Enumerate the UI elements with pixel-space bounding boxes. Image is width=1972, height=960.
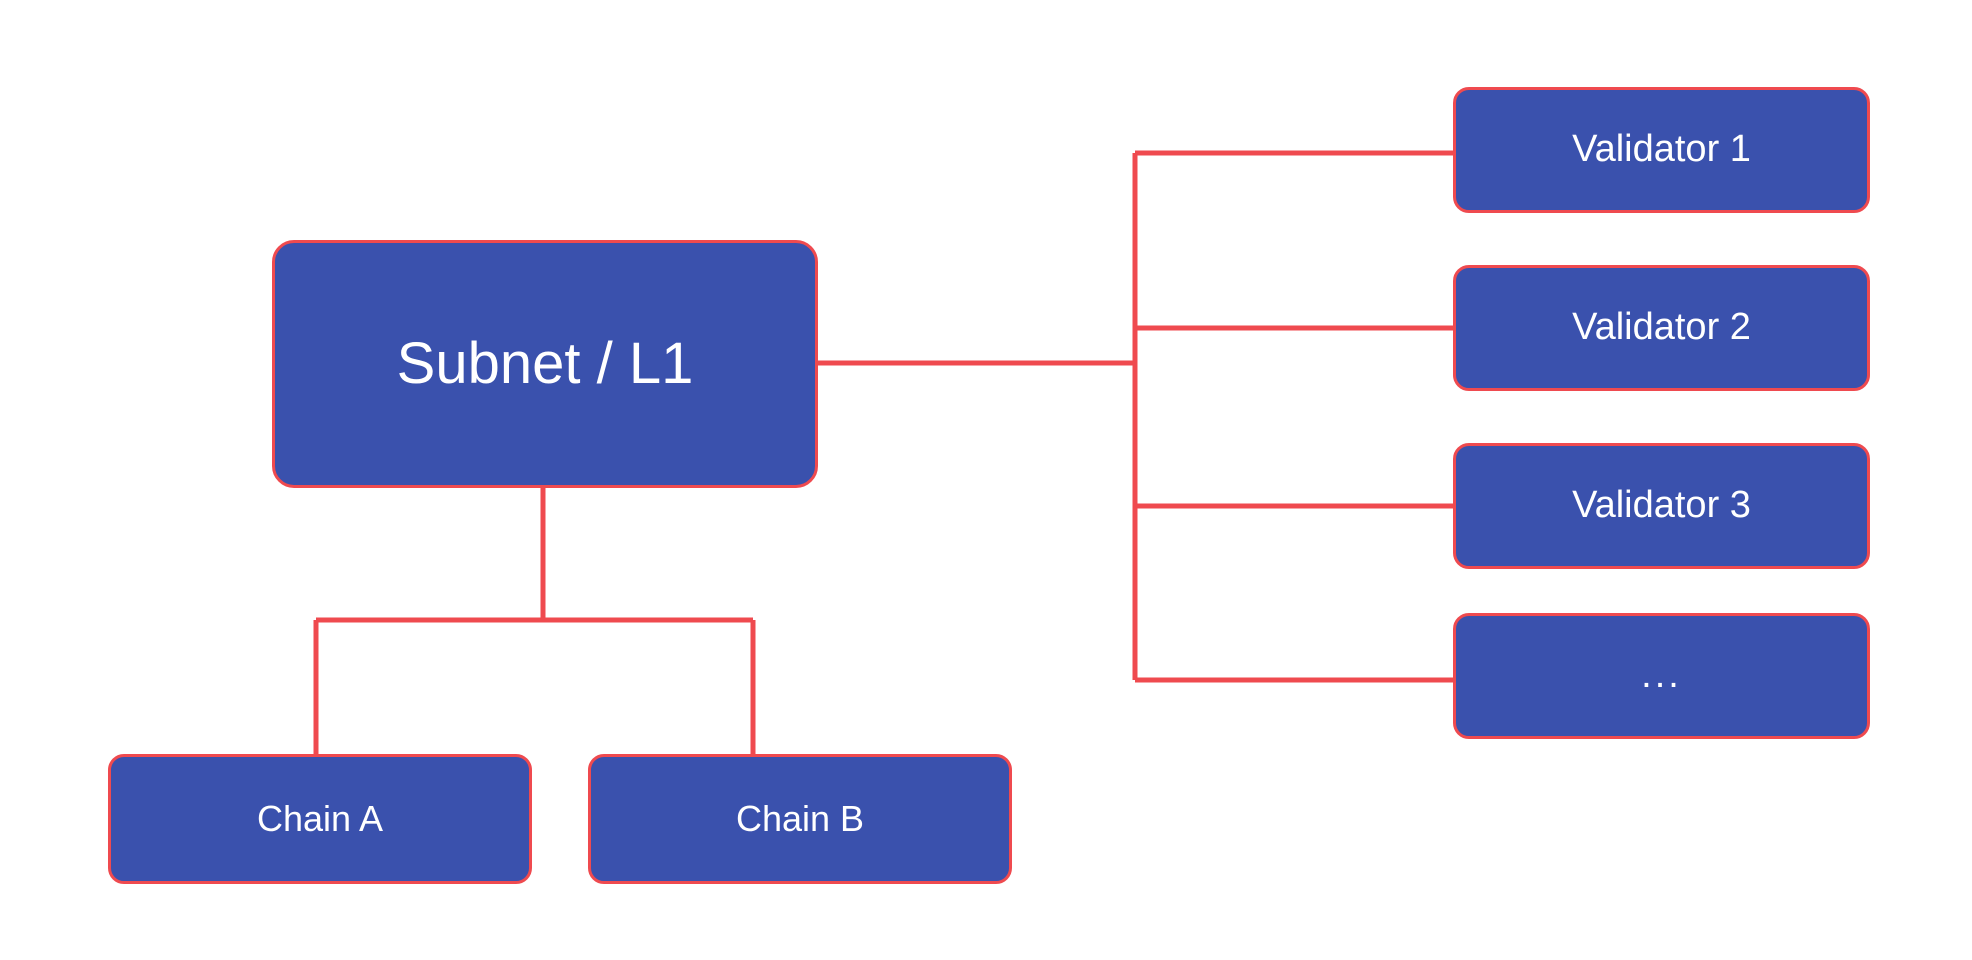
node-validator-more-label: ... [1641, 654, 1682, 697]
node-chain-a-label: Chain A [256, 798, 384, 840]
node-validator-1[interactable]: Validator 1 [1453, 87, 1870, 213]
node-validator-3[interactable]: Validator 3 [1453, 443, 1870, 569]
node-chain-a[interactable]: Chain A [108, 754, 532, 884]
node-chain-b[interactable]: Chain B [588, 754, 1012, 884]
node-validator-more[interactable]: ... [1453, 613, 1870, 739]
node-validator-2-label: Validator 2 [1572, 306, 1751, 349]
node-validator-3-label: Validator 3 [1572, 484, 1751, 527]
node-subnet-l1-label: Subnet / L1 [396, 331, 694, 397]
node-validator-1-label: Validator 1 [1572, 128, 1751, 171]
node-chain-b-label: Chain B [735, 798, 865, 840]
node-validator-2[interactable]: Validator 2 [1453, 265, 1870, 391]
node-subnet-l1[interactable]: Subnet / L1 [272, 240, 818, 488]
